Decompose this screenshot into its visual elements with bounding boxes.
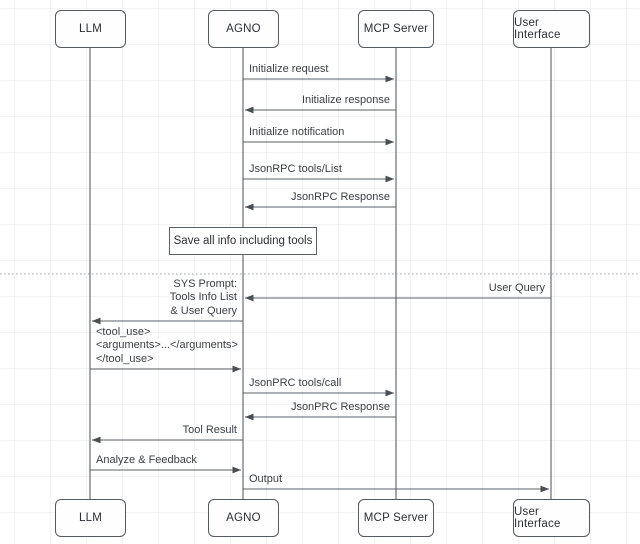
participant-label: AGNO: [226, 512, 261, 524]
message-label-m3: Initialize notification: [249, 125, 345, 138]
message-label-m10: JsonPRC Response: [290, 400, 390, 413]
message-label-m11: Tool Result: [182, 423, 237, 436]
participant-head-llm[interactable]: LLM: [55, 10, 126, 48]
participant-label: User Interface: [514, 506, 561, 530]
message-label-m12: Analyze & Feedback: [96, 453, 197, 466]
message-label-m2: Initialize response: [301, 93, 390, 106]
message-label-m4: JsonRPC tools/List: [249, 162, 342, 175]
note-label: Save all info including tools: [173, 235, 313, 247]
participant-label: AGNO: [226, 23, 261, 35]
participant-label: LLM: [79, 23, 102, 35]
participant-label: MCP Server: [363, 23, 429, 35]
participant-label: User Interface: [514, 17, 561, 41]
message-label-m13: Output: [249, 472, 283, 485]
participant-label: LLM: [79, 512, 102, 524]
participant-foot-llm[interactable]: LLM: [55, 499, 126, 537]
participant-foot-agno[interactable]: AGNO: [208, 499, 279, 537]
participant-foot-mcp[interactable]: MCP Server: [358, 499, 434, 537]
participant-head-agno[interactable]: AGNO: [208, 10, 279, 48]
participant-label: MCP Server: [363, 512, 429, 524]
message-arrows-layer: [90, 75, 551, 493]
message-label-m6: User Query: [488, 281, 545, 294]
message-label-m8: <tool_use> <arguments>...</arguments> </…: [96, 325, 238, 365]
participant-head-ui[interactable]: User Interface: [513, 10, 590, 48]
participant-head-mcp[interactable]: MCP Server: [358, 10, 434, 48]
note-n1[interactable]: Save all info including tools: [169, 227, 317, 255]
message-label-m7: SYS Prompt: Tools Info List & User Query: [169, 277, 237, 317]
message-label-m1: Initialize request: [249, 62, 329, 75]
participant-foot-ui[interactable]: User Interface: [513, 499, 590, 537]
message-label-m9: JsonPRC tools/call: [249, 376, 342, 389]
message-label-m5: JsonRPC Response: [290, 190, 390, 203]
